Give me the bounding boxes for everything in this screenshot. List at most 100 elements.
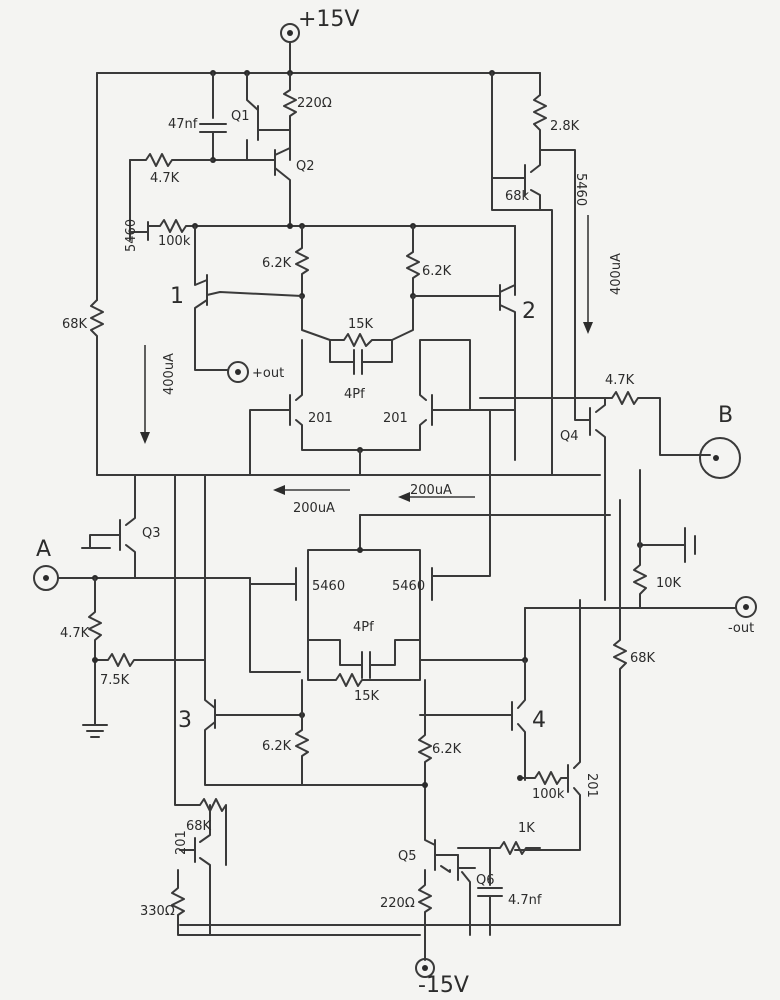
fet-201-bottom-right: 201 [514, 599, 599, 851]
resistor-15k-top: 15K [301, 295, 414, 347]
r68k-tr-label: 68k [505, 189, 530, 204]
q3-transistor: Q3 [81, 474, 161, 579]
mid-upper-rail [192, 223, 516, 296]
r68k-left-label: 68K [62, 317, 88, 332]
r4k7-b-label: 4.7K [605, 373, 635, 388]
p201-mid-left-label: 201 [308, 411, 333, 426]
out-pos-label: +out [252, 366, 284, 381]
q2-transistor: Q2 [246, 139, 315, 226]
resistor-4k7-b: 4.7K [479, 373, 711, 456]
r100k-b-label: 100k [532, 787, 565, 802]
positive-supply-terminal: +15V [280, 7, 359, 43]
resistor-68k-bottom-left: 68K [186, 798, 227, 866]
c47-top-label: 47nf [168, 117, 198, 132]
q5-transistor: Q5 [398, 789, 459, 873]
q4-transistor: Q4 [560, 344, 606, 601]
p5460-mid-right-label: 5460 [392, 579, 425, 594]
r1k-label: 1K [518, 821, 535, 836]
resistor-10k: 10K [633, 469, 682, 609]
resistor-6k2-3: 6.2K [262, 679, 309, 786]
current-400ua-left: 400uA [140, 345, 177, 444]
fet-201-mid-right: 201 [357, 339, 516, 476]
resistor-68k-right: 68K [179, 499, 656, 926]
resistor-4k7-c: 4.7K [60, 577, 102, 661]
p201-br-label: 201 [584, 773, 599, 798]
battery-symbol [637, 527, 696, 563]
r220-bottom-label: 220Ω [380, 896, 415, 911]
q5-label: Q5 [398, 849, 417, 864]
r4k7-a-label: 4.7K [150, 171, 180, 186]
fet-5460-mid-left: 5460 [249, 567, 345, 601]
resistor-68k-top-right: 68k [505, 189, 530, 204]
r6k2-3-label: 6.2K [262, 739, 292, 754]
fet-201-bottom-left: 201 [174, 474, 211, 936]
r6k2-1-label: 6.2K [262, 256, 292, 271]
bridge-left [307, 514, 361, 641]
port-a: A [33, 537, 59, 591]
q6-label: Q6 [476, 873, 495, 888]
q1-transistor: Q1 [231, 72, 291, 141]
resistor-220-top: 220Ω [283, 72, 332, 161]
q1-label: Q1 [231, 109, 250, 124]
q3-label: Q3 [142, 526, 161, 541]
left-feedback [249, 577, 301, 673]
port-b: B [699, 403, 741, 479]
resistor-100k-bottom: 100k [517, 771, 569, 802]
cap-4pf-bottom: 4Pf [307, 620, 421, 679]
positive-output-terminal: +out [194, 334, 284, 383]
cap-4pf-top: 4Pf [329, 339, 393, 402]
r220-top-label: 220Ω [297, 96, 332, 111]
i200-right-label: 200uA [410, 483, 452, 498]
r6k2-2-label: 6.2K [422, 264, 452, 279]
transistor-4-number: 4 [532, 708, 546, 733]
transistor-4: 4 [419, 659, 546, 781]
r68k-right-label: 68K [630, 651, 656, 666]
resistor-1k: 1K [457, 821, 541, 855]
resistor-68k-left: 68K [62, 299, 104, 476]
transistor-1: 1 [170, 225, 303, 336]
current-400ua-right: 400uA [583, 215, 624, 334]
i200-left-label: 200uA [293, 501, 335, 516]
resistor-6k2-4: 6.2K [418, 679, 462, 791]
negative-supply-label: -15V [418, 973, 469, 998]
p201-bl-label: 201 [174, 830, 189, 855]
fet-5460-left: 5460 [124, 214, 149, 252]
p201-mid-right-label: 201 [383, 411, 408, 426]
r2k8-label: 2.8K [550, 119, 580, 134]
right-feedback [419, 607, 526, 661]
out-neg-label: -out [728, 621, 754, 636]
current-200ua-left: 200uA [273, 485, 350, 516]
transistor-3-number: 3 [178, 708, 192, 733]
resistor-6k2-1: 6.2K [262, 225, 309, 299]
cap-47nf-bottom: 4.7nf [477, 847, 542, 936]
q4-label: Q4 [560, 429, 579, 444]
positive-supply-label: +15V [298, 7, 359, 32]
current-200ua-right: 200uA [398, 483, 475, 502]
p5460-right-label: 5460 [573, 173, 588, 206]
resistor-4k7-a: 4.7K [129, 153, 214, 216]
transistor-2-number: 2 [522, 299, 536, 324]
transistor-1-number: 1 [170, 284, 184, 309]
negative-supply-terminal: -15V [415, 958, 469, 998]
transistor-3: 3 [178, 474, 305, 786]
p5460-mid-left-label: 5460 [312, 579, 345, 594]
resistor-2k8: 2.8K [533, 94, 580, 151]
r6k2-4-label: 6.2K [432, 742, 462, 757]
fet-5460-right: 5460 [491, 72, 588, 476]
resistor-6k2-2: 6.2K [406, 225, 452, 299]
c4pf-bottom-label: 4Pf [353, 620, 374, 635]
port-b-label: B [718, 403, 733, 428]
port-a-label: A [36, 537, 51, 562]
r10k-label: 10K [656, 576, 682, 591]
p5460-left-label: 5460 [124, 219, 139, 252]
i400-left-label: 400uA [162, 353, 177, 395]
resistor-100k-a: 100k [147, 219, 196, 249]
resistor-7k5: 7.5K [82, 653, 206, 738]
r7k5-label: 7.5K [100, 673, 130, 688]
c47-bottom-label: 4.7nf [508, 893, 542, 908]
negative-output-terminal: -out [524, 596, 757, 636]
fet-201-mid-left: 201 [249, 339, 361, 476]
r330-label: 330Ω [140, 904, 175, 919]
i400-right-label: 400uA [609, 253, 624, 295]
